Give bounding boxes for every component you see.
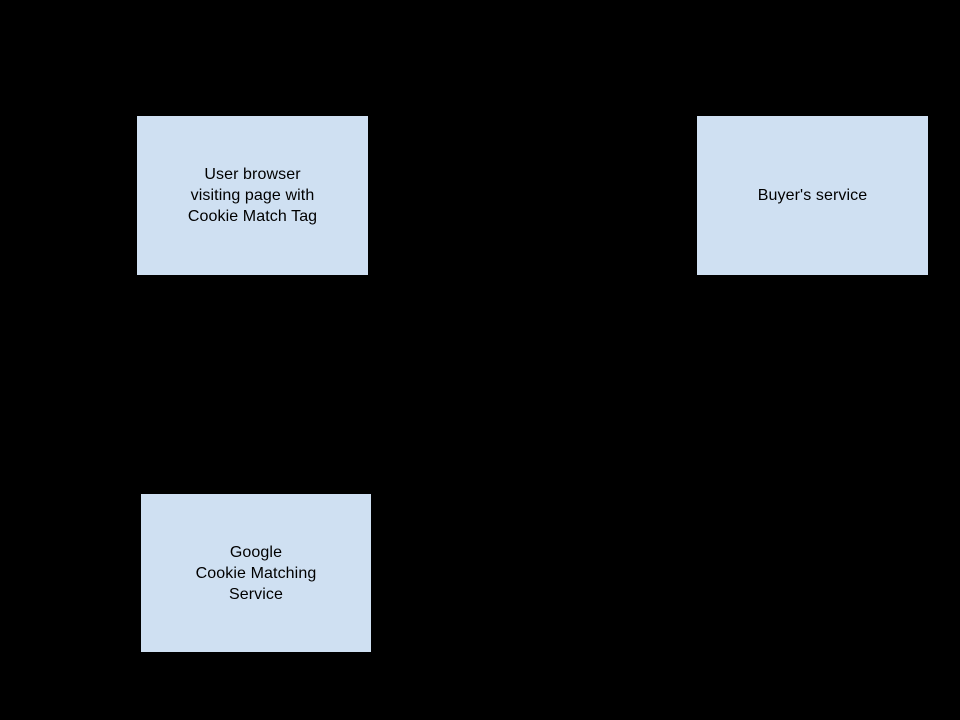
node-google-cookie-matching-service-label: Google Cookie Matching Service bbox=[195, 543, 317, 603]
node-user-browser-label: User browser visiting page with Cookie M… bbox=[187, 166, 318, 225]
node-buyers-service[interactable]: Buyer's service bbox=[696, 115, 929, 276]
node-buyers-service-label: Buyer's service bbox=[757, 187, 868, 204]
node-user-browser[interactable]: User browser visiting page with Cookie M… bbox=[136, 115, 369, 276]
node-google-cookie-matching-service[interactable]: Google Cookie Matching Service bbox=[140, 493, 372, 653]
